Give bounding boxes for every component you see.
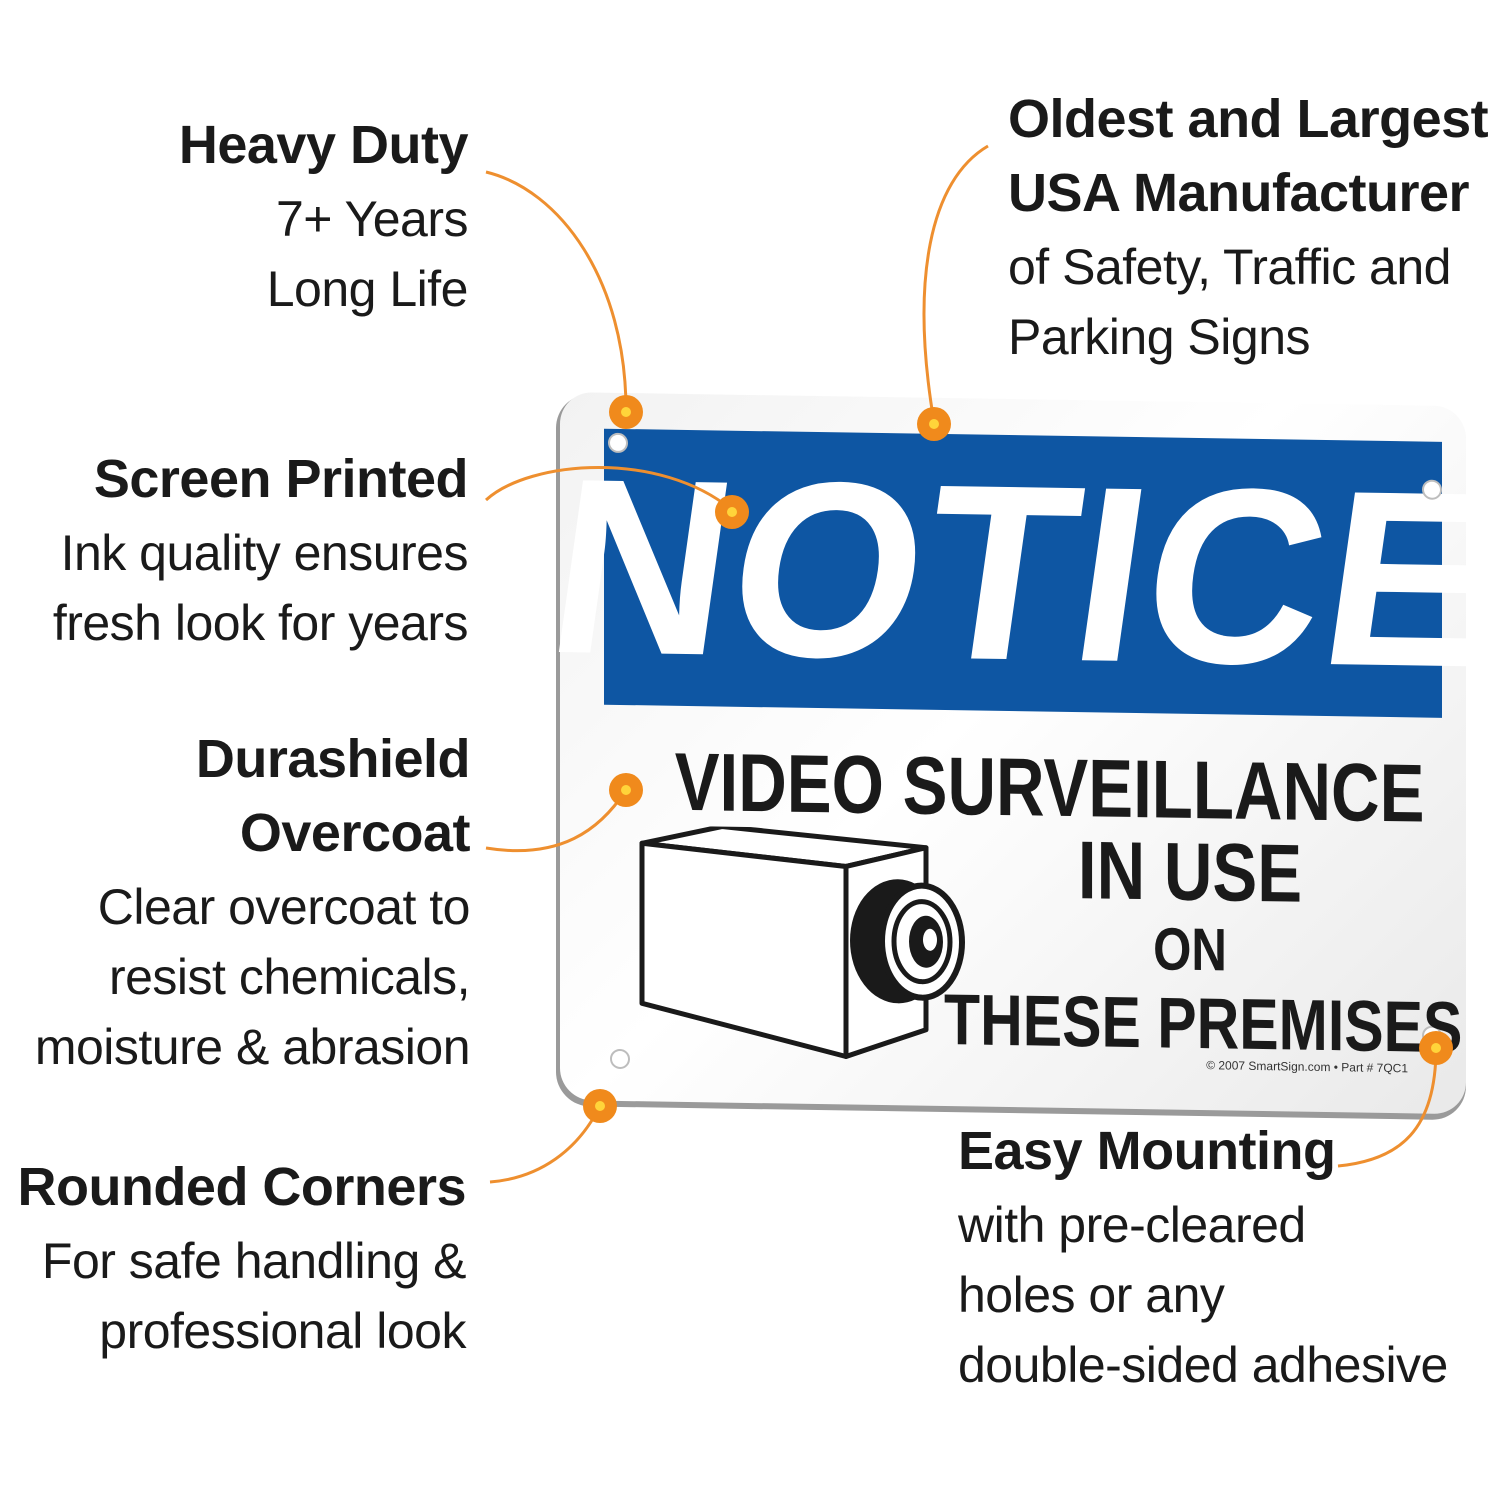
- notice-header-band: NOTICE: [535, 426, 1500, 719]
- feature-rounded-corners: Rounded Corners For safe handling & prof…: [17, 1160, 466, 1356]
- notice-sign: NOTICE VIDEO SURVEILLANCE IN USE ON THES…: [535, 392, 1500, 1121]
- sign-message-line-1: VIDEO SURVEILLANCE: [674, 736, 1425, 840]
- feature-easy-mounting: Easy Mounting with pre-cleared holes or …: [958, 1124, 1448, 1390]
- callout-line-heavy-duty: [485, 170, 628, 411]
- feature-line: moisture & abrasion: [34, 1019, 471, 1075]
- feature-line: Clear overcoat to: [97, 879, 471, 935]
- feature-line: 7+ Years: [275, 191, 469, 247]
- feature-title: Rounded Corners: [17, 1157, 466, 1217]
- feature-title: Heavy Duty: [178, 115, 469, 175]
- feature-line: holes or any: [958, 1267, 1225, 1323]
- feature-line: fresh look for years: [52, 595, 469, 651]
- mounting-hole-bottom-left: [610, 1048, 630, 1070]
- feature-title: USA Manufacturer: [1008, 163, 1470, 223]
- feature-line: with pre-cleared: [958, 1197, 1306, 1253]
- feature-line: resist chemicals,: [108, 949, 471, 1005]
- sign-face: NOTICE VIDEO SURVEILLANCE IN USE ON THES…: [535, 392, 1500, 1115]
- mounting-hole-top-right: [1422, 479, 1442, 500]
- feature-line: Parking Signs: [1008, 309, 1311, 365]
- callout-line-rounded-corners: [489, 1105, 602, 1184]
- callout-line-oldest: [922, 144, 989, 423]
- notice-header-text: NOTICE: [534, 426, 1500, 720]
- mounting-hole-top-left: [608, 432, 628, 454]
- feature-line: For safe handling &: [41, 1233, 467, 1289]
- feature-title: Durashield: [195, 729, 471, 789]
- feature-line: double-sided adhesive: [958, 1337, 1448, 1393]
- feature-line: Long Life: [266, 261, 469, 317]
- sign-message-line-2: IN USE: [1077, 825, 1303, 920]
- security-camera-icon: [639, 825, 965, 1059]
- feature-oldest-largest: Oldest and Largest USA Manufacturer of S…: [1008, 89, 1489, 365]
- feature-title: Easy Mounting: [958, 1121, 1336, 1181]
- feature-durashield-overcoat: Durashield Overcoat Clear overcoat to re…: [34, 729, 471, 1075]
- feature-title: Oldest and Largest: [1008, 89, 1489, 149]
- sign-message-line-3: ON: [1153, 915, 1227, 984]
- sign-message-line-4: THESE PREMISES: [944, 980, 1463, 1069]
- feature-screen-printed: Screen Printed Ink quality ensures fresh…: [52, 449, 469, 651]
- feature-line: Ink quality ensures: [60, 525, 469, 581]
- sign-copyright: © 2007 SmartSign.com • Part # 7QC1: [1206, 1058, 1408, 1076]
- feature-heavy-duty: Heavy Duty 7+ Years Long Life: [178, 115, 469, 317]
- feature-line: professional look: [99, 1303, 466, 1359]
- feature-line: of Safety, Traffic and: [1008, 239, 1451, 295]
- feature-title: Overcoat: [239, 803, 471, 863]
- feature-title: Screen Printed: [93, 449, 469, 509]
